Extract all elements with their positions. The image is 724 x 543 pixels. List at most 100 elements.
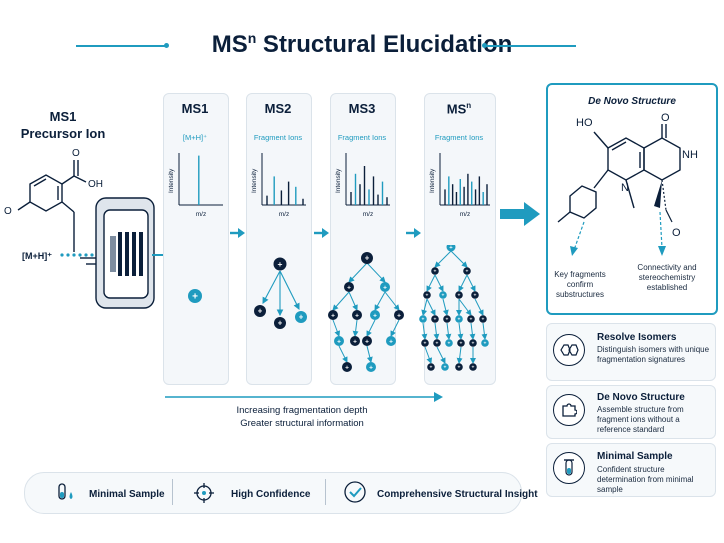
fragment-edge xyxy=(426,298,436,316)
fragment-edge xyxy=(366,345,373,363)
fragment-edge xyxy=(436,346,446,364)
card-desc-de-novo: Assemble structure from fragment ions wi… xyxy=(597,405,684,434)
fragment-ion-charge: + xyxy=(383,284,387,291)
ms2-tree xyxy=(262,270,300,317)
spectrum-y-label: Intensity xyxy=(335,168,342,193)
fragment-ion-node xyxy=(427,363,435,371)
page-title: MSn Structural Elucidation xyxy=(211,30,513,58)
fragment-ion-charge: + xyxy=(449,245,453,251)
fragment-ion-charge: + xyxy=(278,319,283,328)
precursor-oh-label: OH xyxy=(88,179,103,190)
atom-o: O xyxy=(661,112,670,124)
stage-panel-ms2 xyxy=(246,93,312,385)
fragment-ion-charge: + xyxy=(337,338,341,345)
fragment-ion-node xyxy=(344,282,354,292)
fragment-ion-charge: + xyxy=(458,294,461,299)
fragment-ion-charge: + xyxy=(472,366,475,371)
depth-caption: Increasing fragmentation depth Greater s… xyxy=(236,405,368,429)
check-icon xyxy=(344,481,366,503)
precursor-methoxy-label: O xyxy=(4,206,12,217)
note-connectivity: Connectivity and stereochemistry establi… xyxy=(637,263,697,292)
fragmentation-trees: + ++++++++++++++++++++++++++++++++++++++… xyxy=(188,245,489,372)
fragment-ion-node xyxy=(352,310,362,320)
fragment-ion-charge: + xyxy=(458,318,461,323)
fragment-ion-node xyxy=(328,310,338,320)
fragment-ion-node xyxy=(419,315,427,323)
fragment-edge xyxy=(457,322,464,340)
stage-panel-ms1 xyxy=(163,93,229,385)
spectrum-y-label: Intensity xyxy=(251,168,258,193)
fragment-ion-charge: + xyxy=(448,342,451,347)
fragment-edge xyxy=(481,322,488,340)
stage-arrow-3 xyxy=(406,228,421,238)
fragment-edge xyxy=(421,322,428,340)
fragment-edge xyxy=(424,346,433,364)
spectrum-y-label: Intensity xyxy=(429,168,436,193)
fragment-ion-node xyxy=(469,363,477,371)
fragment-ion-charge: + xyxy=(369,364,373,371)
bottom-label-minimal-sample: Minimal Sample xyxy=(89,489,165,500)
fragment-ion-node xyxy=(423,291,431,299)
depth-arrow xyxy=(165,392,443,402)
fragment-edge xyxy=(421,298,428,316)
fragment-ion-node xyxy=(441,363,449,371)
fragment-edge xyxy=(469,322,476,340)
spectrum-y-label: Intensity xyxy=(168,168,175,193)
note-key-fragments: Key fragments confirm substructures xyxy=(554,270,606,299)
bottom-label-comprehensive: Comprehensive Structural Insight xyxy=(377,489,538,500)
fragment-ion-charge: + xyxy=(365,338,369,345)
fragment-edge xyxy=(458,298,472,316)
benefits-bar xyxy=(24,472,522,514)
fragment-ion-node xyxy=(342,362,352,372)
svg-text:+: + xyxy=(192,292,198,303)
stage-sub-msn: Fragment Ions xyxy=(434,133,484,142)
card-desc-minimal: Confident structure determination from m… xyxy=(597,465,694,494)
fragment-ion-charge: + xyxy=(258,307,263,316)
fragment-ion-node xyxy=(273,257,287,271)
atom-nh: NH xyxy=(682,149,698,161)
fragment-ion-charge: + xyxy=(442,294,445,299)
title-dot-right xyxy=(482,43,487,48)
fragment-ion-node xyxy=(455,291,463,299)
fragment-edge xyxy=(338,345,348,363)
fragment-ion-node xyxy=(455,315,463,323)
fragment-ion-node xyxy=(439,291,447,299)
atom-ho: HO xyxy=(576,117,593,129)
fragment-ion-charge: + xyxy=(472,342,475,347)
fragment-ion-charge: + xyxy=(426,294,429,299)
fragment-ion-node xyxy=(254,305,266,317)
sample-icon xyxy=(58,483,73,500)
fragment-ion-node xyxy=(455,363,463,371)
fragment-ion-charge: + xyxy=(484,342,487,347)
stage-sub-ms2: Fragment Ions xyxy=(253,133,303,142)
stage-sub-ms3: Fragment Ions xyxy=(337,133,387,142)
structure-title: De Novo Structure xyxy=(588,96,676,107)
fragment-ion-charge: + xyxy=(424,342,427,347)
de-novo-structure-icon xyxy=(557,124,681,256)
fragment-ion-node xyxy=(467,315,475,323)
spectrum-x-label: m/z xyxy=(363,211,373,218)
card-title-de-novo: De Novo Structure xyxy=(597,392,685,403)
fragment-ion-node xyxy=(362,336,372,346)
fragment-ion-node xyxy=(445,339,453,347)
stage-panel-ms3 xyxy=(330,93,396,385)
fragment-edge xyxy=(366,262,386,283)
fragment-ion-charge: + xyxy=(422,318,425,323)
fragment-edge xyxy=(434,274,444,292)
fragment-ion-charge: + xyxy=(446,318,449,323)
isomer-icon xyxy=(553,334,585,366)
test-tube-icon xyxy=(553,452,585,484)
fragment-ion-charge: + xyxy=(466,270,469,275)
fragment-ion-node xyxy=(366,362,376,372)
fragment-ion-node xyxy=(295,311,307,323)
fragment-ion-charge: + xyxy=(345,364,349,371)
precursor-o-label: O xyxy=(72,148,80,159)
fragment-ion-charge: + xyxy=(365,254,370,263)
fragment-ion-node xyxy=(274,317,286,329)
stage-arrow-1 xyxy=(230,228,245,238)
fragment-ion-node xyxy=(463,267,471,275)
fragment-edge xyxy=(348,291,358,311)
fragment-ion-charge: + xyxy=(278,259,283,269)
